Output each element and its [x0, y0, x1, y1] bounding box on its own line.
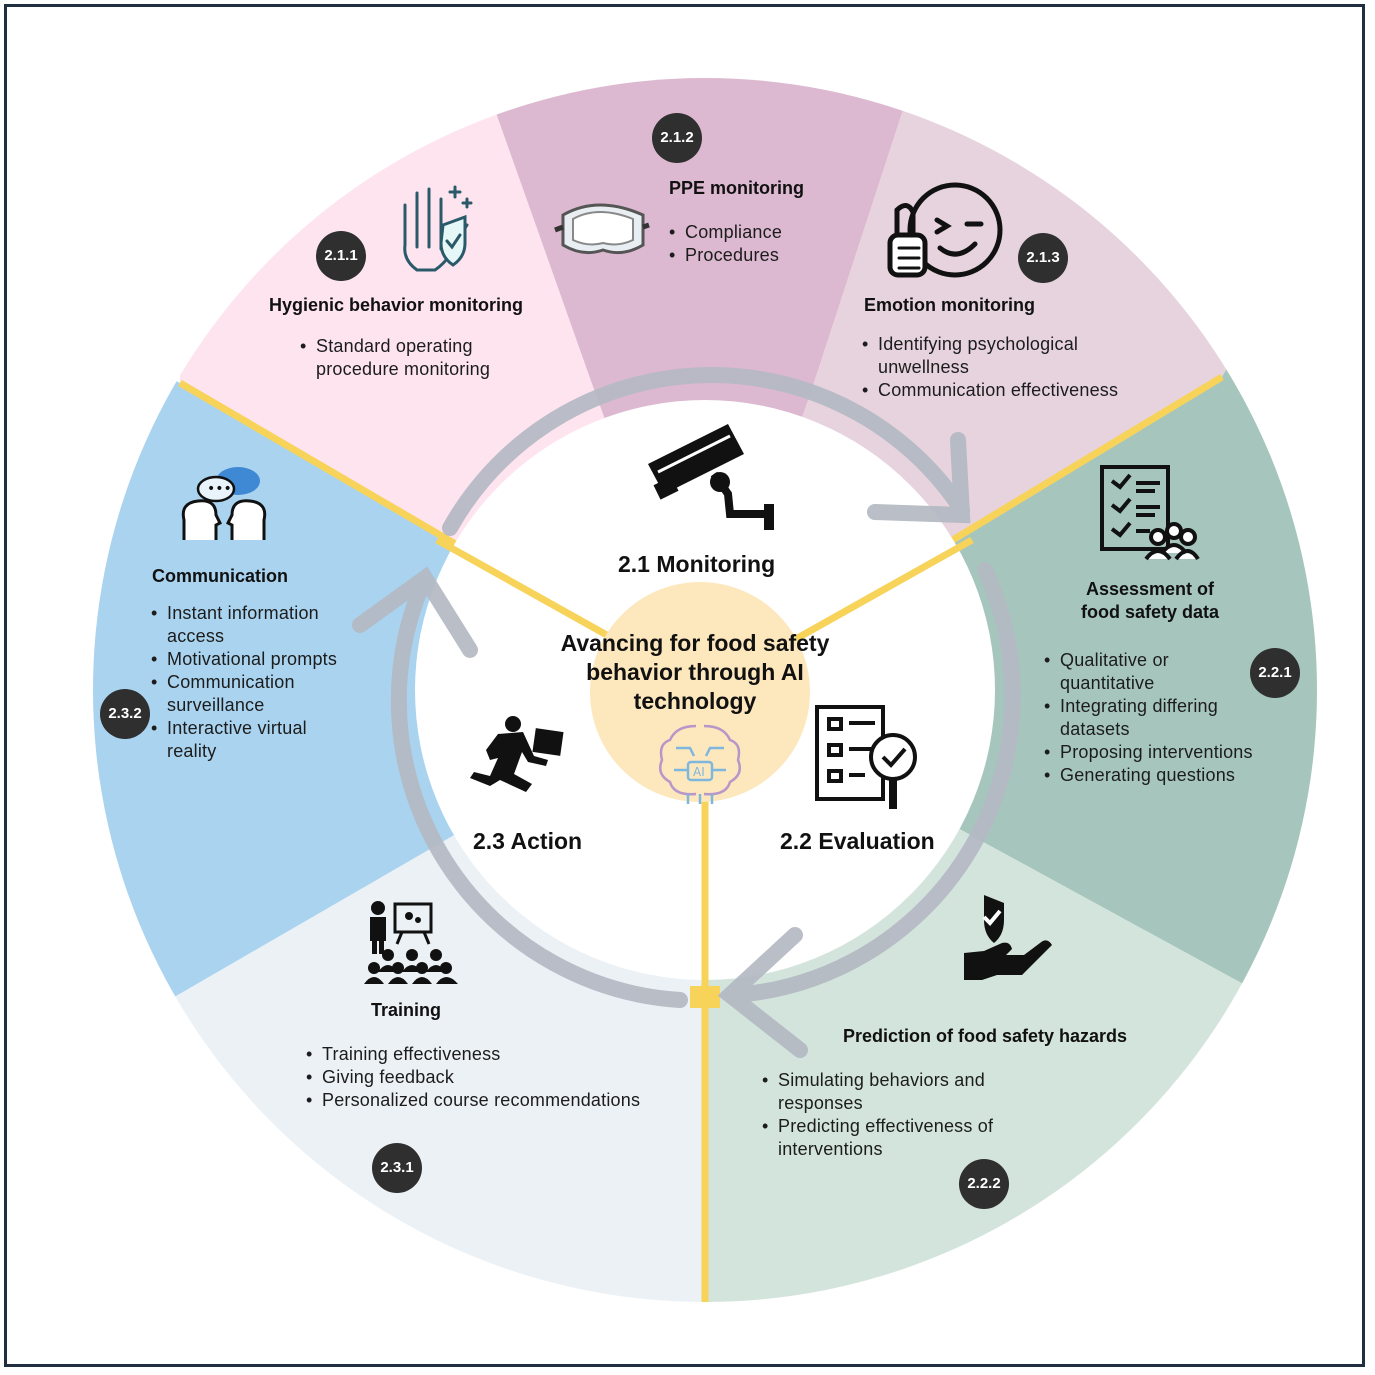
hand-hygiene-icon: [403, 185, 473, 272]
list-prediction: Simulating behaviors and responses Predi…: [762, 1069, 1062, 1161]
list-item: Qualitative or quantitative: [1044, 649, 1210, 695]
badge-hygienic: 2.1.1: [316, 231, 366, 281]
badge-communication: 2.3.2: [100, 689, 150, 739]
list-item: Compliance: [669, 221, 849, 244]
svg-text:AI: AI: [693, 765, 705, 779]
list-item: Predicting effectiveness of intervention…: [762, 1115, 1038, 1161]
list-ppe: Compliance Procedures: [669, 221, 849, 267]
center-title: Avancing for food safety behavior throug…: [560, 630, 830, 714]
list-hygienic: Standard operating procedure monitoring: [300, 335, 520, 381]
phase-action: 2.3 Action: [473, 828, 583, 854]
badge-assessment: 2.2.1: [1250, 648, 1300, 698]
list-item: Instant information access: [151, 602, 347, 648]
list-item: Generating questions: [1044, 764, 1289, 787]
list-item: Proposing interventions: [1044, 741, 1289, 764]
svg-text:•••: •••: [207, 481, 232, 497]
list-item: Simulating behaviors and responses: [762, 1069, 1062, 1115]
list-item: Interactive virtual reality: [151, 717, 342, 763]
badge-training: 2.3.1: [372, 1143, 422, 1193]
center-circle: [590, 582, 810, 802]
ai-brain-icon: AI: [659, 724, 741, 804]
list-item: Communication effectiveness: [862, 379, 1122, 402]
cctv-camera-icon: [648, 424, 774, 530]
title-prediction: Prediction of food safety hazards: [843, 1026, 1128, 1046]
list-communication: Instant information access Motivational …: [151, 602, 371, 763]
safety-goggles-icon: [554, 203, 650, 255]
phase-monitoring: 2.1 Monitoring: [618, 551, 776, 577]
badge-emotion: 2.1.3: [1018, 233, 1068, 283]
outer-frame: [4, 4, 1365, 1367]
title-assessment: Assessment of food safety data: [1080, 579, 1220, 622]
list-item: Motivational prompts: [151, 648, 371, 671]
list-emotion: Identifying psychological unwellness Com…: [862, 333, 1122, 402]
list-item: Giving feedback: [306, 1066, 686, 1089]
conversation-heads-icon: •••: [181, 467, 267, 540]
shield-hand-icon: [964, 895, 1052, 980]
checklist-magnifier-icon: [815, 705, 917, 809]
checklist-team-icon: [1100, 465, 1200, 561]
list-assessment: Qualitative or quantitative Integrating …: [1044, 649, 1289, 787]
list-training: Training effectiveness Giving feedback P…: [306, 1043, 686, 1112]
list-item: Integrating differing datasets: [1044, 695, 1260, 741]
title-emotion: Emotion monitoring: [864, 295, 1035, 315]
badge-prediction: 2.2.2: [959, 1159, 1009, 1209]
badge-ppe: 2.1.2: [652, 113, 702, 163]
list-item: Standard operating procedure monitoring: [300, 335, 520, 381]
phase-evaluation: 2.2 Evaluation: [780, 828, 935, 854]
title-communication: Communication: [152, 566, 289, 586]
list-item: Identifying psychological unwellness: [862, 333, 1122, 379]
title-ppe: PPE monitoring: [669, 178, 804, 198]
running-businessman-icon: [470, 716, 564, 792]
training-classroom-icon: [364, 901, 458, 984]
list-item: Communication surveillance: [151, 671, 337, 717]
segment-communication: [93, 320, 705, 1060]
list-item: Training effectiveness: [306, 1043, 686, 1066]
cycle-arrows: [352, 367, 1021, 1058]
list-item: Procedures: [669, 244, 849, 267]
title-training: Training: [371, 1000, 442, 1020]
list-item: Personalized course recommendations: [306, 1089, 686, 1112]
emotion-face-icon: [887, 182, 1003, 278]
title-hygienic: Hygienic behavior monitoring: [269, 295, 524, 315]
